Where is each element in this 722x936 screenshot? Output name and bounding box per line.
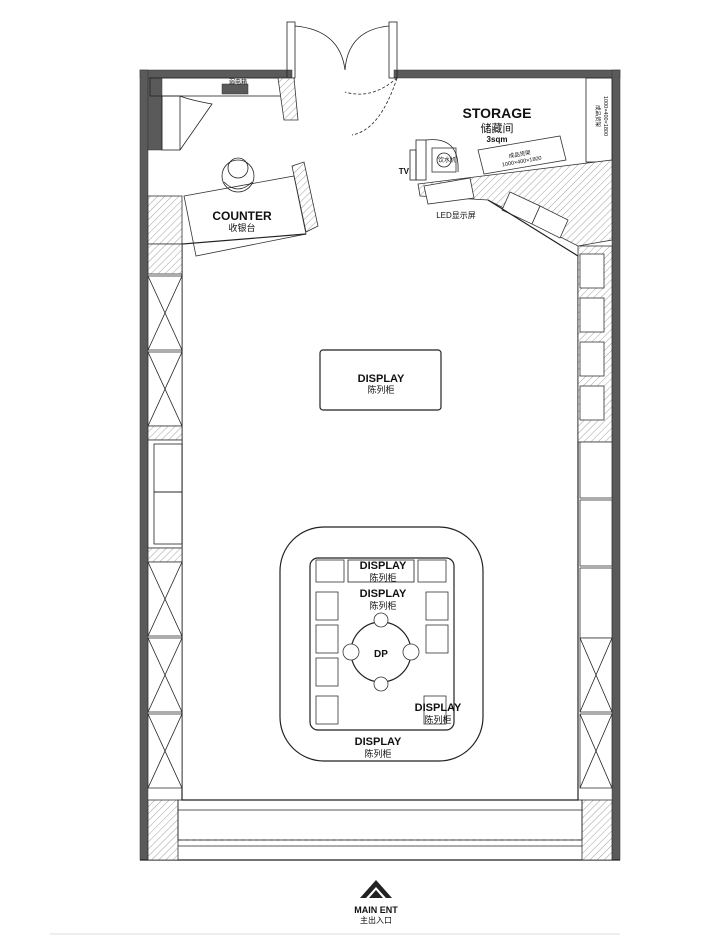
center-display-cn: 陈列柜 xyxy=(367,384,394,395)
left-cabinet-5 xyxy=(147,713,183,789)
left-sofa xyxy=(147,439,183,549)
storage-room: 成品货架 1000×400×1800 STORAGE 储藏间 3sqm 成品货架… xyxy=(399,77,613,247)
left-cabinet-2 xyxy=(147,351,183,427)
main-entrance-en: MAIN ENT xyxy=(354,905,398,915)
left-wall-cabinets xyxy=(147,243,183,861)
island-bottom-en: DISPLAY xyxy=(355,736,402,748)
top-double-door xyxy=(286,21,398,136)
counter-label-en: COUNTER xyxy=(212,209,272,223)
center-display-en: DISPLAY xyxy=(358,373,405,385)
main-entrance-cn: 主出入口 xyxy=(360,915,392,925)
island-mid-cn: 陈列柜 xyxy=(369,600,396,611)
sales-floor-outline xyxy=(181,199,579,801)
island-display: DISPLAY 陈列柜 DISPLAY 陈列柜 DP DISPLAY 陈列柜 D… xyxy=(279,526,484,762)
island-right-en: DISPLAY xyxy=(415,702,462,714)
storefront xyxy=(177,799,583,847)
storage-label-cn: 储藏间 xyxy=(481,121,514,135)
island-top-en: DISPLAY xyxy=(360,560,407,572)
right-wall-cabinets xyxy=(577,245,613,861)
center-display-table: DISPLAY 陈列柜 xyxy=(319,349,442,411)
led-screen-label: LED显示屏 xyxy=(436,211,476,220)
right-cabinet-a xyxy=(579,637,613,713)
right-cabinet-b xyxy=(579,713,613,789)
counter-label-cn: 收银台 xyxy=(228,222,255,233)
left-cabinet-1 xyxy=(147,275,183,351)
counter-area: 弱电箱 COUNTER 收银台 xyxy=(147,77,319,257)
storage-area: 3sqm xyxy=(487,135,508,144)
cabinet-label: 弱电箱 xyxy=(229,78,247,86)
storage-label-en: STORAGE xyxy=(463,105,532,121)
left-cabinet-4 xyxy=(147,637,183,713)
shelf-label: 成品货架 xyxy=(508,148,532,160)
dp-label: DP xyxy=(374,649,388,660)
tv-label: TV xyxy=(399,167,410,176)
left-cabinet-3 xyxy=(147,561,183,637)
water-dispenser-label: 饮水机 xyxy=(438,156,456,164)
side-shelf-dims: 1000×400×1800 xyxy=(602,96,608,136)
main-entrance-mark: MAIN ENT 主出入口 xyxy=(354,880,398,925)
island-bottom-cn: 陈列柜 xyxy=(364,748,391,759)
entrance-arrow-icon xyxy=(360,880,392,898)
side-shelf-label: 成品货架 xyxy=(594,105,602,128)
island-mid-en: DISPLAY xyxy=(360,588,407,600)
island-right-cn: 陈列柜 xyxy=(424,714,451,725)
island-top-cn: 陈列柜 xyxy=(369,572,396,583)
